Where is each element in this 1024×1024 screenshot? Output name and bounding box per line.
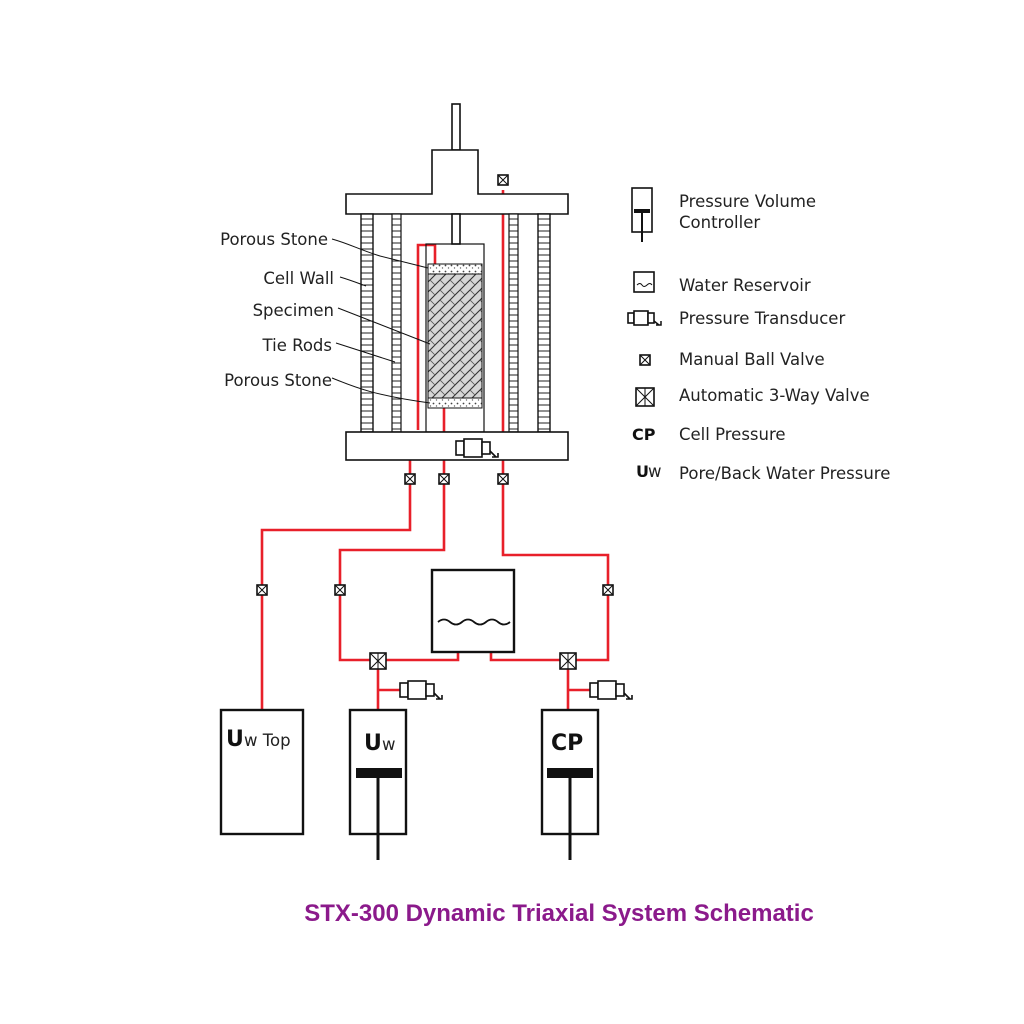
callout-leaders bbox=[331, 238, 431, 404]
legend-uw-label: Pore/Back Water Pressure bbox=[679, 464, 890, 483]
pressure-transducer-icon bbox=[627, 310, 662, 326]
manual-ball-valves bbox=[256, 174, 614, 596]
pressure-transducer-icon[interactable] bbox=[399, 680, 443, 700]
legend-ball-valve-label: Manual Ball Valve bbox=[679, 350, 825, 369]
callout-tie-rods: Tie Rods bbox=[262, 336, 332, 355]
porous-stone-top bbox=[427, 263, 483, 275]
legend-three-way-label: Automatic 3-Way Valve bbox=[679, 386, 870, 405]
callout-porous-stone-bottom: Porous Stone bbox=[224, 371, 332, 390]
manual-ball-valve-icon[interactable] bbox=[438, 473, 450, 485]
automatic-3-way-valve-icon[interactable] bbox=[369, 652, 387, 670]
manual-ball-valve-icon[interactable] bbox=[404, 473, 416, 485]
controller-uw-top-main: U bbox=[226, 727, 244, 752]
manual-ball-valve-icon bbox=[639, 354, 651, 366]
callout-specimen: Specimen bbox=[253, 301, 334, 320]
tie-rod-left bbox=[391, 213, 402, 433]
legend-cp-symbol: CP bbox=[632, 425, 656, 444]
diagram-title: STX-300 Dynamic Triaxial System Schemati… bbox=[304, 900, 814, 927]
triaxial-cell bbox=[345, 103, 569, 461]
manual-ball-valve-icon[interactable] bbox=[497, 174, 509, 186]
controller-uw-top-sub: w Top bbox=[244, 731, 291, 750]
controller-uw-sub: w bbox=[382, 735, 396, 754]
specimen bbox=[427, 273, 483, 399]
manual-ball-valve-icon[interactable] bbox=[602, 584, 614, 596]
legend-pvc-line2: Controller bbox=[679, 213, 760, 232]
water-reservoir-icon bbox=[430, 568, 516, 654]
pressure-transducer-icon[interactable] bbox=[455, 438, 499, 458]
controller-uw[interactable]: U w bbox=[348, 708, 408, 860]
water-reservoir-icon bbox=[633, 271, 655, 293]
controller-cp[interactable]: CP bbox=[540, 708, 600, 860]
legend-transducer-label: Pressure Transducer bbox=[679, 309, 845, 328]
pressure-volume-controller-icon bbox=[631, 187, 653, 242]
pressure-transducer-icon[interactable] bbox=[589, 680, 633, 700]
callout-cell-wall: Cell Wall bbox=[263, 269, 334, 288]
controller-uw-top[interactable]: U w Top bbox=[219, 708, 305, 836]
manual-ball-valve-icon[interactable] bbox=[256, 584, 268, 596]
legend: Pressure Volume Controller Water Reservo… bbox=[627, 187, 890, 483]
legend-uw-symbol: U bbox=[636, 462, 649, 481]
manual-ball-valve-icon[interactable] bbox=[497, 473, 509, 485]
tie-rod-right bbox=[508, 213, 519, 433]
cell-wall-left bbox=[360, 213, 374, 433]
legend-reservoir-label: Water Reservoir bbox=[679, 276, 811, 295]
porous-stone-bottom bbox=[427, 397, 483, 409]
cell-wall-right bbox=[537, 213, 551, 433]
automatic-3-way-valve-icon[interactable] bbox=[559, 652, 577, 670]
legend-uw-subscript: w bbox=[648, 462, 662, 481]
controller-cp-main: CP bbox=[551, 731, 583, 756]
water-reservoir bbox=[430, 568, 516, 654]
legend-cp-label: Cell Pressure bbox=[679, 425, 786, 444]
legend-pvc-line1: Pressure Volume bbox=[679, 192, 816, 211]
manual-ball-valve-icon[interactable] bbox=[334, 584, 346, 596]
callout-porous-stone-top: Porous Stone bbox=[220, 230, 328, 249]
automatic-3-way-valve-icon bbox=[635, 387, 655, 407]
controller-uw-main: U bbox=[364, 731, 382, 756]
